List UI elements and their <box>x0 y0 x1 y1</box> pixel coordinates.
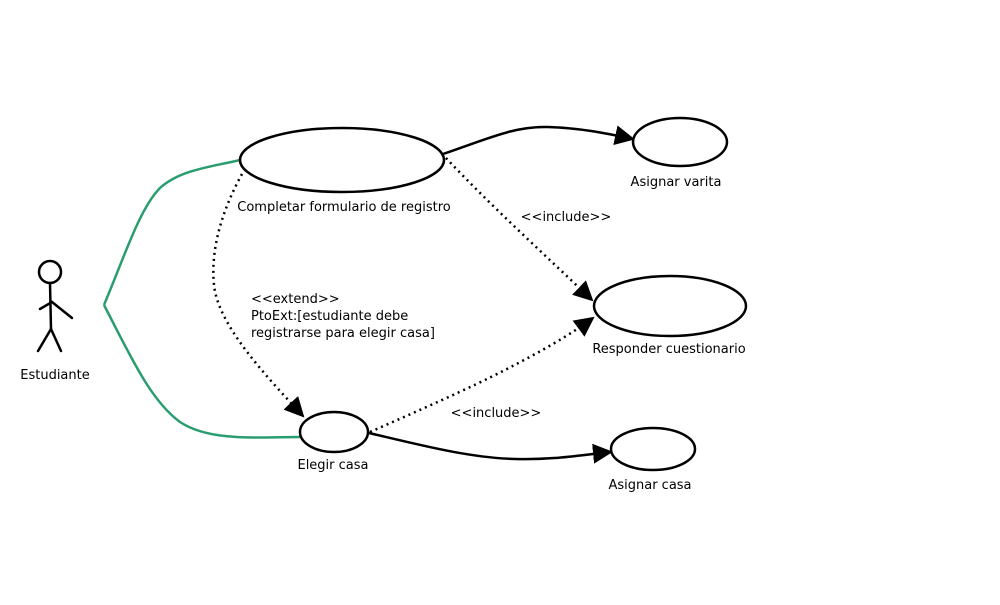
include-label-registro-cuestionario: <<include>> <box>521 210 612 225</box>
arrow-elegir-asignar-casa <box>368 431 613 464</box>
use-case-elegir-casa-label: Elegir casa <box>297 458 368 473</box>
arrow-registro-varita <box>442 125 635 156</box>
use-case-varita[interactable]: Asignar varita <box>631 116 729 190</box>
actor-label: Estudiante <box>20 368 90 383</box>
use-case-cuestionario[interactable]: Responder cuestionario <box>592 274 748 357</box>
use-case-registro-label: Completar formulario de registro <box>237 200 450 215</box>
extend-label-line: PtoExt:[estudiante debe <box>251 309 408 324</box>
stick-figure-icon <box>36 259 74 353</box>
use-case-varita-label: Asignar varita <box>631 175 722 190</box>
use-case-asignar-casa-label: Asignar casa <box>608 478 691 493</box>
use-case-cuestionario-label: Responder cuestionario <box>592 342 745 357</box>
extend-label-line: <<extend>> <box>251 292 340 307</box>
use-case-registro[interactable]: Completar formulario de registro <box>237 126 451 215</box>
extend-label: <<extend>> PtoExt:[estudiante debe regis… <box>251 292 435 341</box>
include-label-elegir-cuestionario: <<include>> <box>451 406 542 421</box>
extend-label-line: registrarse para elegir casa] <box>251 326 435 341</box>
use-case-asignar-casa[interactable]: Asignar casa <box>608 426 697 493</box>
actor-estudiante[interactable]: Estudiante <box>20 259 90 383</box>
association-actor-registro <box>102 158 241 306</box>
include-arrow-registro-cuestionario <box>445 157 594 302</box>
use-case-elegir-casa[interactable]: Elegir casa <box>297 410 370 473</box>
extend-arrow-registro-elegir <box>212 173 305 418</box>
association-actor-elegir-casa <box>102 304 301 439</box>
